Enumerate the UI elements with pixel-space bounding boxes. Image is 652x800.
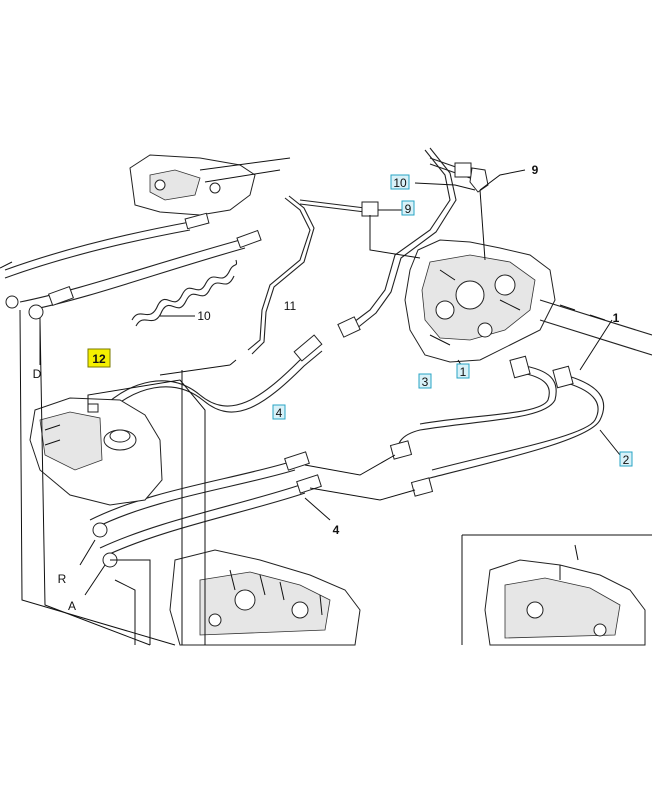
left-hoses [0, 212, 262, 320]
label-3: 3 [422, 375, 429, 389]
label-9-box: 9 [405, 202, 412, 216]
callout-box-1 [456, 363, 470, 379]
label-R: R [58, 572, 67, 586]
oil-tank [29, 397, 163, 506]
inset-detail [461, 534, 652, 646]
control-rod [247, 195, 379, 355]
label-11: 11 [284, 299, 297, 313]
callout-box-3 [418, 373, 432, 389]
callout-box-9 [401, 200, 415, 216]
lower-engine-assembly [169, 549, 361, 646]
label-4-bottom: 4 [333, 523, 340, 537]
label-10-spring: 10 [197, 309, 211, 323]
label-2: 2 [623, 453, 630, 467]
label-4-box: 4 [276, 406, 283, 420]
upper-pipe [337, 147, 489, 338]
coil-spring [131, 259, 238, 327]
callout-box-4 [272, 404, 286, 420]
label-1-right: 1 [613, 311, 620, 325]
label-10-top: 10 [393, 176, 407, 190]
label-A: A [68, 599, 76, 613]
callout-box-2 [619, 451, 633, 467]
label-D: D [33, 367, 42, 381]
label-12: 12 [92, 352, 106, 366]
leader-lines [19, 169, 621, 646]
frame-plate [129, 154, 291, 216]
callout-box-10 [390, 174, 410, 190]
label-9-top: 9 [532, 163, 539, 177]
lower-right-hoses [389, 355, 605, 497]
hydraulic-pump [404, 239, 652, 363]
callout-box-12 [87, 348, 111, 368]
label-1-box: 1 [460, 365, 467, 379]
